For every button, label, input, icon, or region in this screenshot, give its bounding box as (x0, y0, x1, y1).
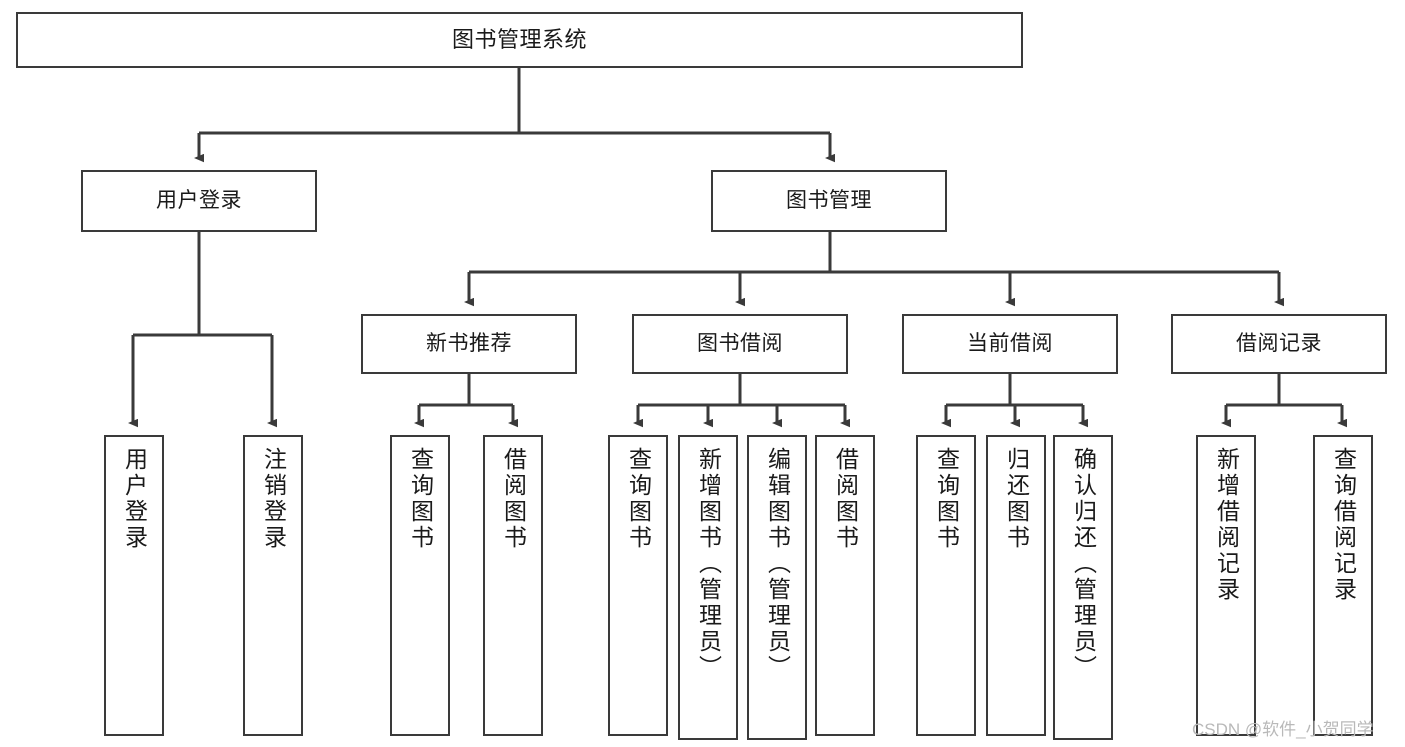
node-root-book-management-system[interactable]: 图书管理系统 (16, 12, 1023, 68)
node-label: 借阅图书 (832, 447, 859, 551)
node-label: 归还图书 (1003, 447, 1030, 551)
node-label: 图书管理 (786, 188, 872, 212)
node-label: 借阅图书 (500, 447, 527, 551)
node-label: 新书推荐 (426, 331, 512, 355)
node-label: 查询借阅记录 (1330, 447, 1357, 603)
leaf-user-login[interactable]: 用户登录 (104, 435, 164, 736)
leaf-query-book-recommend[interactable]: 查询图书 (390, 435, 450, 736)
node-label: 图书管理系统 (451, 27, 587, 53)
leaf-logout[interactable]: 注销登录 (243, 435, 303, 736)
leaf-query-book-borrow[interactable]: 查询图书 (608, 435, 668, 736)
leaf-query-book-current[interactable]: 查询图书 (916, 435, 976, 736)
node-label: 编辑图书（管理员） (764, 447, 791, 681)
node-label: 注销登录 (260, 447, 287, 551)
leaf-edit-book-admin[interactable]: 编辑图书（管理员） (747, 435, 807, 740)
node-label: 新增图书（管理员） (695, 447, 722, 681)
node-label: 借阅记录 (1236, 331, 1322, 355)
leaf-add-book-admin[interactable]: 新增图书（管理员） (678, 435, 738, 740)
node-label: 查询图书 (933, 447, 960, 551)
node-current-borrow[interactable]: 当前借阅 (902, 314, 1118, 374)
node-book-borrow[interactable]: 图书借阅 (632, 314, 848, 374)
node-new-book-recommend[interactable]: 新书推荐 (361, 314, 577, 374)
leaf-query-borrow-record[interactable]: 查询借阅记录 (1313, 435, 1373, 736)
node-borrow-record[interactable]: 借阅记录 (1171, 314, 1387, 374)
leaf-add-borrow-record[interactable]: 新增借阅记录 (1196, 435, 1256, 736)
node-label: 图书借阅 (697, 331, 783, 355)
leaf-confirm-return-admin[interactable]: 确认归还（管理员） (1053, 435, 1113, 740)
node-book-management[interactable]: 图书管理 (711, 170, 947, 232)
node-label: 用户登录 (156, 188, 242, 212)
node-label: 用户登录 (121, 447, 148, 551)
node-label: 新增借阅记录 (1213, 447, 1240, 603)
node-label: 查询图书 (407, 447, 434, 551)
node-user-login[interactable]: 用户登录 (81, 170, 317, 232)
node-label: 确认归还（管理员） (1070, 447, 1097, 681)
leaf-borrow-book[interactable]: 借阅图书 (815, 435, 875, 736)
node-label: 当前借阅 (967, 331, 1053, 355)
csdn-watermark: CSDN @软件_小贺同学 (1192, 720, 1374, 739)
leaf-return-book[interactable]: 归还图书 (986, 435, 1046, 736)
node-label: 查询图书 (625, 447, 652, 551)
leaf-borrow-book-recommend[interactable]: 借阅图书 (483, 435, 543, 736)
